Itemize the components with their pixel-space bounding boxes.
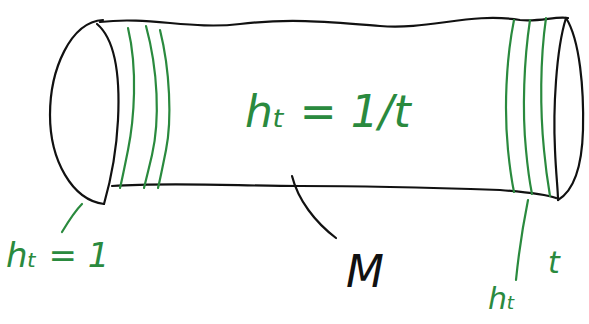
level-curve [506, 20, 514, 192]
tube-left-end-inner [97, 24, 118, 204]
tube-right-end-inner [554, 18, 566, 200]
function-label: hₜ = 1 [6, 238, 109, 272]
function-label: hₜ [488, 284, 516, 314]
function-label: hₜ = 1/t [245, 90, 411, 134]
level-curve [158, 30, 169, 188]
tube-left-end [50, 20, 104, 204]
tube-bottom-edge [112, 184, 556, 198]
manifold-label: M [346, 250, 384, 294]
leader-line [516, 200, 528, 280]
tube-top-edge [100, 18, 568, 27]
leader-line [292, 176, 336, 238]
level-curve [524, 20, 532, 194]
level-curve [144, 26, 157, 188]
tube-right-end [558, 18, 583, 200]
parameter-label: t [548, 248, 560, 278]
leader-line [62, 204, 82, 232]
level-curve [541, 18, 550, 196]
level-curve [120, 28, 134, 188]
